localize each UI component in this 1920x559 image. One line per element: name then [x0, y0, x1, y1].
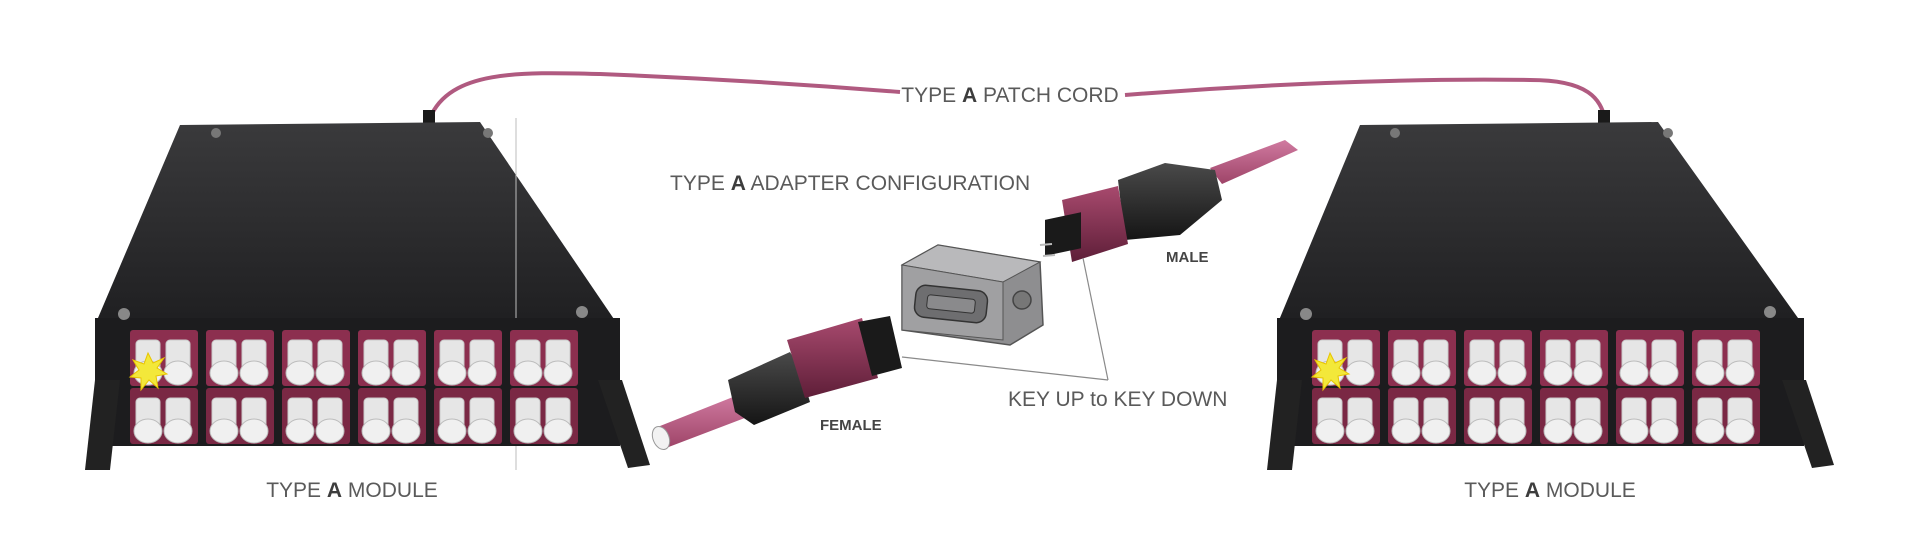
female-cable — [655, 395, 750, 448]
left-module: TYPE A MODULE — [85, 118, 650, 502]
lc-dust-cap — [1573, 418, 1603, 444]
male-label: MALE — [1166, 249, 1209, 266]
lc-dust-cap — [543, 418, 573, 444]
lc-dust-cap — [1315, 418, 1345, 444]
right-module-top — [1277, 122, 1803, 325]
lc-dust-cap — [1725, 360, 1755, 386]
lc-dust-cap — [467, 360, 497, 386]
lc-dust-cap — [1391, 360, 1421, 386]
screw-icon — [211, 128, 221, 138]
male-boot — [1118, 163, 1222, 240]
female-connector: FEMALE — [651, 316, 902, 451]
mpo-adapter — [900, 244, 1044, 346]
lc-dust-cap — [437, 360, 467, 386]
male-ferrule — [1045, 212, 1081, 256]
alert-star-icon — [1310, 351, 1351, 392]
lc-dust-cap — [285, 360, 315, 386]
right-module-bracket-left — [1267, 380, 1302, 470]
lc-dust-cap — [1695, 418, 1725, 444]
lc-dust-cap — [543, 360, 573, 386]
lc-dust-cap — [1345, 360, 1375, 386]
patch-cord: TYPE A PATCH CORD — [423, 71, 1610, 124]
female-label: FEMALE — [820, 417, 882, 434]
lc-dust-cap — [1619, 418, 1649, 444]
female-cable-end — [651, 425, 671, 451]
lc-dust-cap — [1619, 360, 1649, 386]
lc-dust-cap — [1695, 360, 1725, 386]
callout-line-lower — [901, 356, 1109, 381]
lc-dust-cap — [391, 418, 421, 444]
lc-dust-cap — [361, 418, 391, 444]
lc-dust-cap — [1573, 360, 1603, 386]
patch-cord-label: TYPE A PATCH CORD — [901, 84, 1118, 107]
male-connector: MALE — [1039, 140, 1298, 266]
patch-cord-right-segment — [1124, 77, 1607, 119]
lc-dust-cap — [1543, 360, 1573, 386]
lc-dust-cap — [1649, 360, 1679, 386]
right-module: TYPE A MODULE — [1267, 122, 1834, 502]
left-module-top — [95, 122, 618, 325]
adapter-config-label: TYPE A ADAPTER CONFIGURATION — [670, 172, 1030, 195]
lc-dust-cap — [315, 360, 345, 386]
lc-dust-cap — [1649, 418, 1679, 444]
left-module-bracket-right — [598, 380, 650, 468]
screw-icon — [1300, 308, 1312, 320]
key-label: KEY UP to KEY DOWN — [1008, 388, 1227, 411]
lc-dust-cap — [239, 360, 269, 386]
cord-boot-left — [423, 110, 435, 124]
lc-dust-cap — [1543, 418, 1573, 444]
screw-icon — [1764, 306, 1776, 318]
screw-icon — [1390, 128, 1400, 138]
screw-icon — [118, 308, 130, 320]
left-module-bracket-left — [85, 380, 120, 470]
lc-dust-cap — [1421, 360, 1451, 386]
lc-dust-cap — [163, 418, 193, 444]
callout-line-upper — [1082, 257, 1109, 381]
lc-dust-cap — [1345, 418, 1375, 444]
right-module-label: TYPE A MODULE — [1464, 479, 1636, 502]
cord-boot-right — [1598, 110, 1610, 124]
lc-dust-cap — [209, 360, 239, 386]
lc-dust-cap — [315, 418, 345, 444]
screw-icon — [1663, 128, 1673, 138]
lc-dust-cap — [133, 418, 163, 444]
male-guide-pin — [1042, 254, 1056, 257]
female-housing — [787, 318, 878, 398]
lc-dust-cap — [1497, 360, 1527, 386]
lc-dust-cap — [1497, 418, 1527, 444]
lc-dust-cap — [513, 418, 543, 444]
lc-dust-cap — [209, 418, 239, 444]
adapter-slot-inner — [926, 294, 976, 314]
lc-dust-cap — [1725, 418, 1755, 444]
female-boot — [728, 352, 810, 425]
lc-dust-cap — [1391, 418, 1421, 444]
left-module-label: TYPE A MODULE — [266, 479, 438, 502]
right-module-bracket-right — [1782, 380, 1834, 468]
alert-star-icon — [128, 351, 169, 392]
lc-dust-cap — [467, 418, 497, 444]
adapter-mount-hole — [1012, 290, 1032, 310]
male-cable — [1210, 140, 1298, 184]
lc-dust-cap — [513, 360, 543, 386]
lc-dust-cap — [361, 360, 391, 386]
lc-dust-cap — [391, 360, 421, 386]
patch-cord-left-segment — [428, 71, 901, 119]
lc-dust-cap — [285, 418, 315, 444]
female-ferrule — [858, 316, 902, 376]
screw-icon — [576, 306, 588, 318]
lc-dust-cap — [1467, 360, 1497, 386]
key-callout: KEY UP to KEY DOWN — [901, 257, 1227, 411]
lc-dust-cap — [239, 418, 269, 444]
male-guide-pin — [1039, 243, 1053, 246]
lc-dust-cap — [437, 418, 467, 444]
lc-dust-cap — [163, 360, 193, 386]
lc-dust-cap — [1421, 418, 1451, 444]
lc-dust-cap — [1467, 418, 1497, 444]
screw-icon — [483, 128, 493, 138]
